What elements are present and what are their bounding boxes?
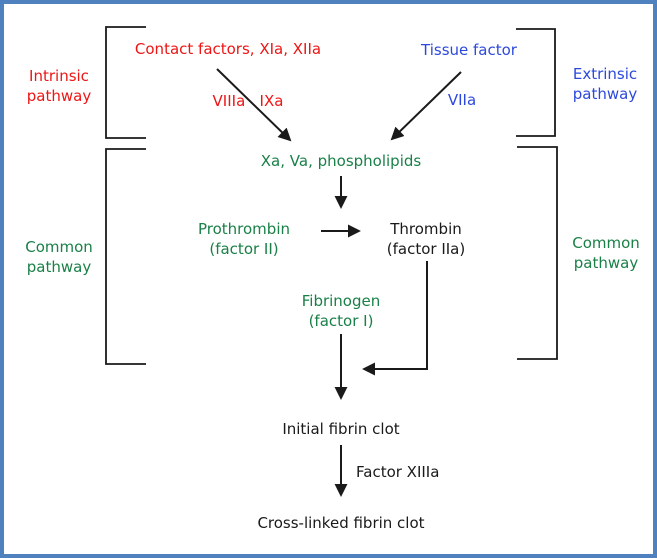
viiia-ixa-cofactor-label: VIIIa IXa: [212, 92, 284, 110]
extrinsic-pathway-label: Extrinsic pathway: [572, 65, 638, 103]
fibrinogen-node: Fibrinogen (factor I): [301, 292, 381, 330]
arrow-tissue-factor-to-xa: [390, 71, 462, 141]
bracket-intrinsic-left: [105, 26, 146, 139]
bracket-common-right: [517, 146, 558, 360]
common-pathway-left-label: Common pathway: [25, 238, 93, 276]
bracket-common-left: [105, 148, 146, 365]
arrows-and-brackets-layer: [105, 26, 558, 497]
factor-xiiia-label: Factor XIIIa: [356, 463, 440, 481]
contact-factors-node: Contact factors, XIa, XIIa: [134, 40, 322, 58]
arrow-thrombin-elbow-to-fibrin-conversion: [362, 261, 428, 376]
common-pathway-right-label: Common pathway: [572, 234, 640, 272]
bracket-extrinsic-right: [516, 28, 556, 137]
cross-linked-fibrin-clot-node: Cross-linked fibrin clot: [257, 514, 425, 532]
tissue-factor-node: Tissue factor: [421, 41, 517, 59]
initial-fibrin-clot-node: Initial fibrin clot: [282, 420, 400, 438]
xa-va-phospholipids-node: Xa, Va, phospholipids: [260, 152, 422, 170]
intrinsic-pathway-label: Intrinsic pathway: [26, 67, 92, 105]
viia-cofactor-label: VIIa: [447, 91, 477, 109]
arrow-contact-factors-to-xa: [216, 68, 292, 142]
prothrombin-node: Prothrombin (factor II): [197, 220, 290, 258]
thrombin-node: Thrombin (factor IIa): [386, 220, 466, 258]
